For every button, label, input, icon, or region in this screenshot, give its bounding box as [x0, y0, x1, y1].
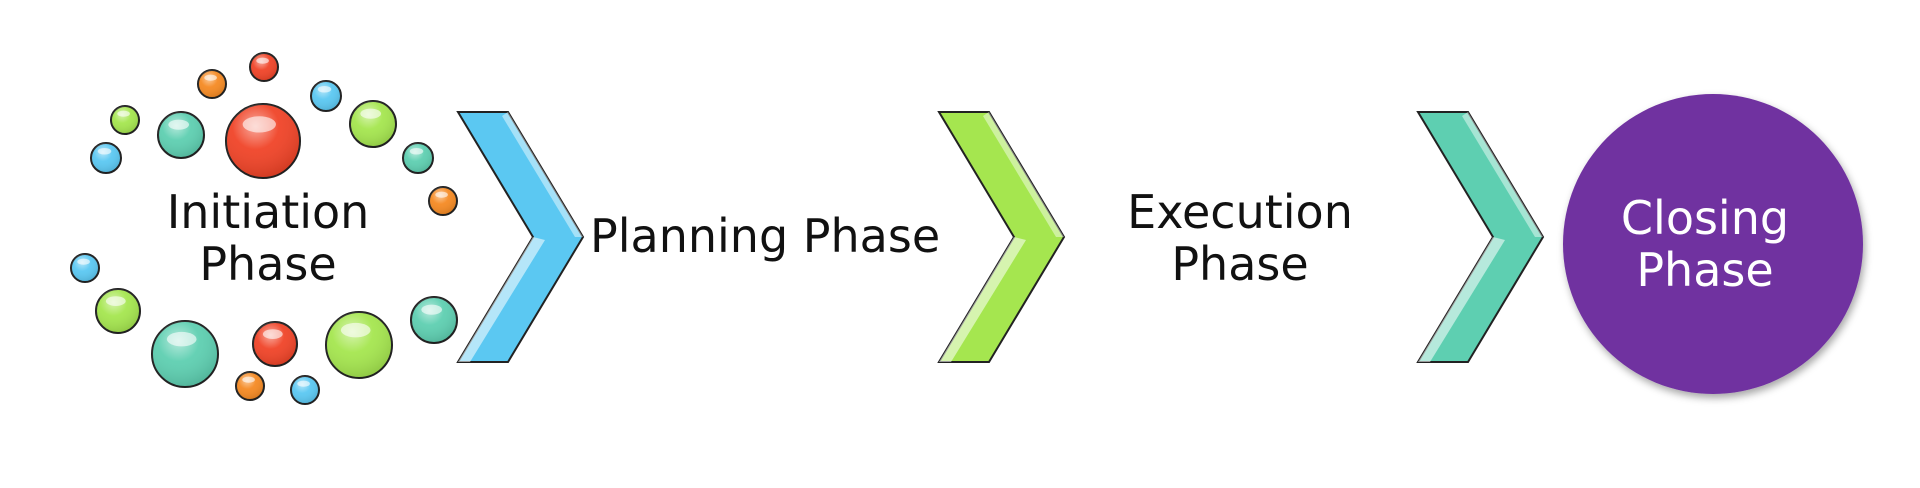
bubble-orange — [428, 186, 458, 216]
initiation-line1: Initiation — [166, 185, 370, 239]
closing-line1: Closing — [1620, 191, 1790, 245]
bubble-orange — [197, 69, 227, 99]
initiation-bubble-cluster — [70, 52, 458, 405]
closing-phase-label: Closing Phase — [1585, 192, 1825, 296]
chevron-arrow-blue — [456, 111, 585, 363]
planning-phase-label: Planning Phase — [590, 210, 940, 262]
closing-phase-circle — [1563, 94, 1863, 394]
bubble-teal — [157, 111, 205, 159]
bubble-blue — [90, 142, 122, 174]
bubble-red — [252, 321, 298, 367]
bubble-orange — [235, 371, 265, 401]
bubble-teal — [410, 296, 458, 344]
closing-line2: Phase — [1636, 243, 1774, 297]
bubble-red — [225, 103, 301, 179]
bubble-green — [325, 311, 393, 379]
execution-line2: Phase — [1171, 237, 1309, 291]
bubble-blue — [290, 375, 320, 405]
bubble-teal — [151, 320, 219, 388]
initiation-line2: Phase — [199, 237, 337, 291]
initiation-phase-label: Initiation Phase — [148, 186, 388, 290]
bubble-green — [95, 288, 141, 334]
execution-line1: Execution — [1127, 185, 1353, 239]
bubble-blue — [310, 80, 342, 112]
bubble-red — [249, 52, 279, 82]
chevron-arrow-teal — [1416, 111, 1545, 363]
bubble-green — [110, 105, 140, 135]
planning-line1: Planning Phase — [590, 209, 941, 263]
execution-phase-label: Execution Phase — [1120, 186, 1360, 290]
bubble-green — [349, 100, 397, 148]
bubble-teal — [402, 142, 434, 174]
bubble-blue — [70, 253, 100, 283]
chevron-arrow-green — [937, 111, 1066, 363]
